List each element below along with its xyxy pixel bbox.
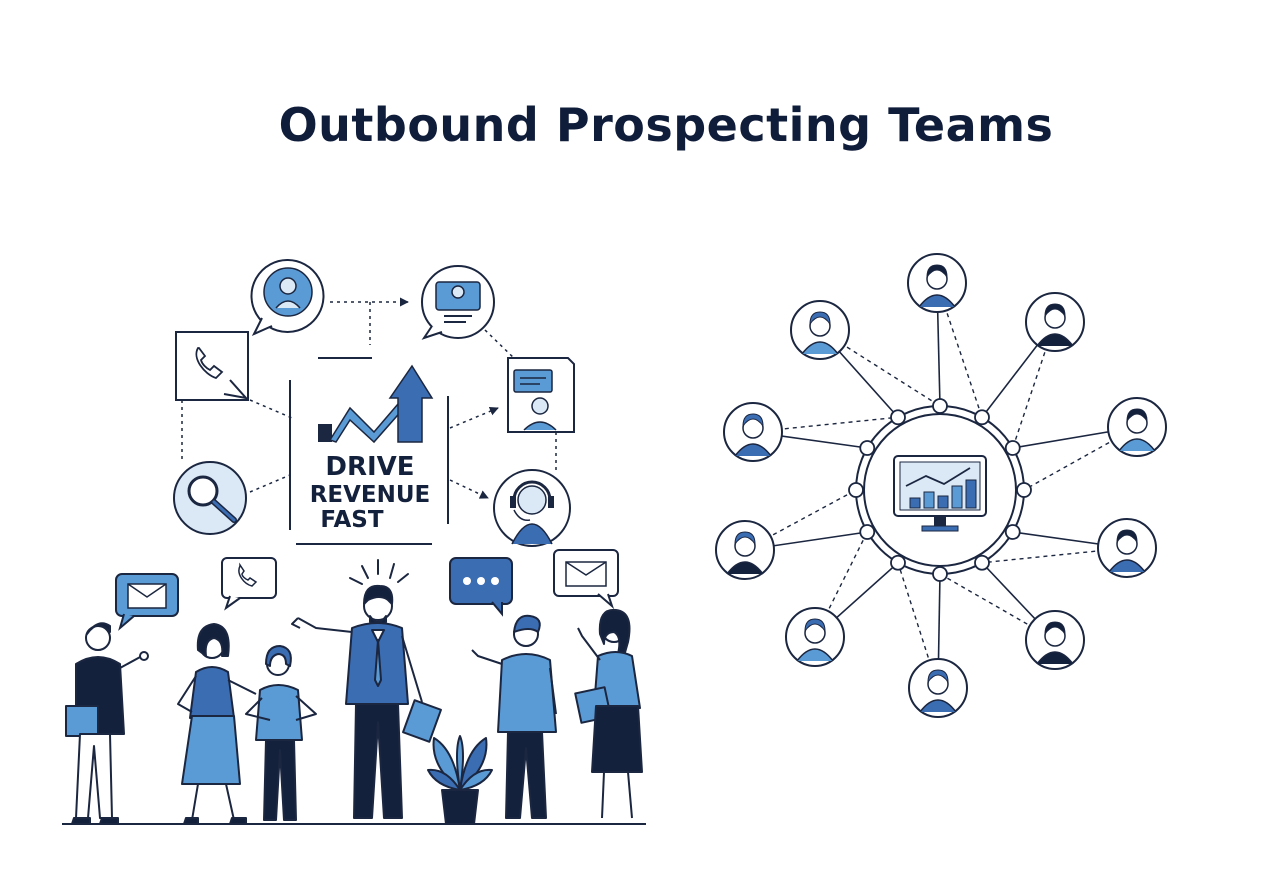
video-call-icon — [421, 265, 495, 340]
chat-document-icon — [507, 357, 575, 433]
ring-node — [890, 554, 906, 571]
sign-line-fast: FAST — [320, 507, 383, 533]
person-icon — [1097, 518, 1157, 578]
search-icon — [173, 461, 247, 535]
ring-node — [932, 398, 948, 414]
network-link-dashed — [897, 562, 939, 689]
person-figure — [291, 584, 442, 819]
ring-node — [859, 524, 876, 540]
email-icon — [115, 573, 179, 631]
network-link-dashed — [1012, 321, 1056, 449]
workflow-diagram: DRIVE REVENUE FAST — [173, 259, 575, 547]
shout-lines — [349, 559, 409, 585]
ring-node — [974, 554, 990, 571]
more-dots-icon — [449, 557, 513, 617]
ring-node — [859, 440, 876, 456]
ring-node — [1004, 440, 1021, 456]
person-icon — [785, 607, 845, 667]
team-profile-icon — [250, 259, 325, 337]
person-figure — [471, 614, 557, 819]
ring-node — [890, 409, 906, 426]
person-icon — [715, 520, 775, 580]
monitor-chart-icon — [893, 455, 987, 532]
team-people — [62, 584, 646, 825]
ring-node — [1004, 524, 1021, 540]
ring-node — [1016, 482, 1032, 498]
person-icon — [1025, 292, 1085, 352]
network-link-dashed — [744, 489, 857, 551]
headset-agent-icon — [493, 469, 571, 547]
person-icon — [723, 402, 783, 462]
phone-icon — [175, 331, 249, 401]
person-icon — [908, 658, 968, 718]
person-figure — [245, 645, 317, 821]
sign-line-revenue: REVENUE — [310, 482, 431, 508]
ring-node — [932, 566, 948, 582]
plant — [427, 735, 493, 825]
page-title: Outbound Prospecting Teams — [278, 98, 1054, 152]
person-icon — [790, 300, 850, 360]
person-figure — [65, 622, 149, 825]
network-diagram — [715, 253, 1167, 718]
person-icon — [1025, 610, 1085, 670]
person-figure — [177, 623, 257, 825]
person-icon — [1107, 397, 1167, 457]
person-icon — [907, 253, 967, 313]
network-link-dashed — [939, 573, 1056, 641]
network-link-dashed — [1023, 426, 1138, 491]
sign-line-drive: DRIVE — [325, 452, 414, 482]
drive-revenue-sign: DRIVE REVENUE FAST — [289, 357, 449, 545]
ring-node — [974, 409, 990, 426]
phone-icon — [221, 557, 277, 611]
person-figure — [574, 608, 643, 819]
email-icon — [553, 549, 619, 610]
ring-node — [848, 482, 864, 498]
